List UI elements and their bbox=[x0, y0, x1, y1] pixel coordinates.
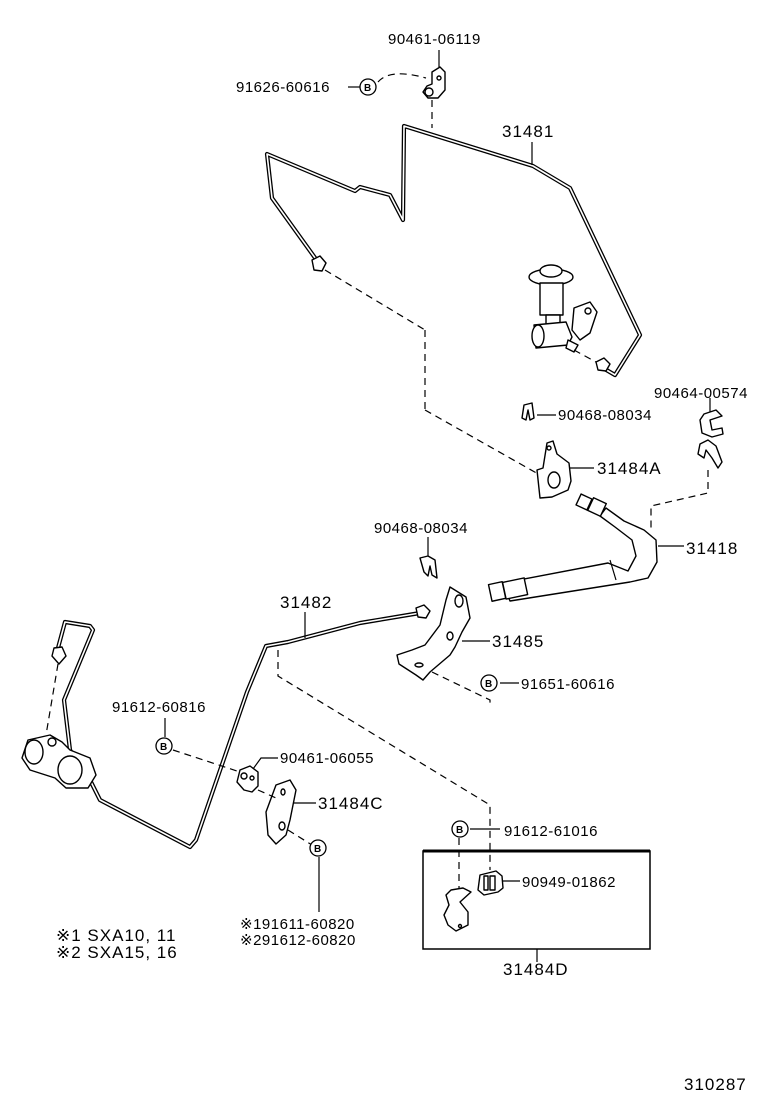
dash-clamp-to-bracket-31484C bbox=[257, 789, 277, 799]
bracket-31484D-piece bbox=[443, 887, 472, 932]
label-91612-61016[interactable]: 91612-61016 bbox=[504, 823, 598, 840]
bolt-icon-91612-60816: B bbox=[155, 737, 173, 755]
clamp-90949-01862[interactable] bbox=[477, 870, 504, 896]
dash-bracket-31485-to-bolt bbox=[431, 671, 491, 703]
pipe-fitting-31482-left bbox=[51, 646, 67, 665]
dash-bracket-31484C-to-bolt bbox=[287, 829, 313, 846]
label-90949-01862[interactable]: 90949-01862 bbox=[522, 874, 616, 891]
bracket-31485[interactable] bbox=[396, 586, 471, 681]
svg-text:B: B bbox=[160, 742, 167, 753]
dash-pipe-31481-to-bracket-3 bbox=[424, 409, 541, 476]
clamp-90461-06119[interactable] bbox=[422, 66, 446, 99]
note-sxa10-11: ※1 SXA10, 11 bbox=[56, 926, 176, 945]
dash-pipe-31481-to-bracket bbox=[324, 269, 426, 331]
note-sxa15-16: ※2 SXA15, 16 bbox=[56, 943, 178, 962]
pipe-fitting-31481-left bbox=[311, 255, 327, 272]
clip-90468-08034-upper[interactable] bbox=[521, 402, 535, 421]
label-31482[interactable]: 31482 bbox=[280, 593, 332, 612]
label-91612-60816[interactable]: 91612-60816 bbox=[112, 699, 206, 716]
bolt-icon-91611-60820: B bbox=[309, 839, 327, 857]
svg-text:B: B bbox=[364, 83, 371, 94]
label-90468-08034-upper[interactable]: 90468-08034 bbox=[558, 407, 652, 424]
bracket-31484A[interactable] bbox=[536, 440, 572, 499]
pipe-fitting-31481-right bbox=[595, 357, 611, 372]
diagram-number: 310287 bbox=[684, 1075, 747, 1094]
clip-90468-08034-lower[interactable] bbox=[419, 555, 438, 579]
dash-bolt-91612-to-clamp bbox=[172, 749, 241, 773]
svg-text:B: B bbox=[314, 844, 321, 855]
svg-text:B: B bbox=[485, 679, 492, 690]
label-31481[interactable]: 31481 bbox=[502, 122, 554, 141]
clutch-release-cylinder bbox=[21, 734, 97, 789]
clutch-pipe-31482[interactable] bbox=[55, 609, 429, 850]
bolt-icon-91626-60616: B bbox=[359, 78, 377, 96]
label-91612-60820[interactable]: ※291612-60820 bbox=[240, 932, 356, 949]
label-90468-08034-lower[interactable]: 90468-08034 bbox=[374, 520, 468, 537]
bolt-icon-91651-60616: B bbox=[480, 674, 498, 692]
dash-bolt-to-clamp-top bbox=[377, 73, 427, 83]
label-90461-06119[interactable]: 90461-06119 bbox=[388, 31, 481, 48]
clamp-90464-00574[interactable] bbox=[697, 409, 724, 469]
bracket-31484C[interactable] bbox=[265, 779, 297, 845]
dash-clamp-90464-to-hose bbox=[650, 470, 709, 528]
clutch-master-cylinder bbox=[528, 264, 598, 353]
flexible-hose-31418[interactable] bbox=[487, 493, 658, 602]
label-31484C[interactable]: 31484C bbox=[318, 794, 384, 813]
label-31484D[interactable]: 31484D bbox=[503, 960, 569, 979]
label-91626-60616[interactable]: 91626-60616 bbox=[236, 79, 330, 96]
bolt-icon-91612-61016: B bbox=[451, 820, 469, 838]
label-90464-00574[interactable]: 90464-00574 bbox=[654, 385, 748, 402]
label-91651-60616[interactable]: 91651-60616 bbox=[521, 676, 615, 693]
dash-cylinder-to-fitting bbox=[573, 349, 597, 363]
dash-pipe-31482-to-cylinder bbox=[45, 663, 59, 736]
clamp-90461-06055[interactable] bbox=[236, 765, 259, 793]
leader-90461-06055 bbox=[252, 757, 278, 770]
label-90461-06055[interactable]: 90461-06055 bbox=[280, 750, 374, 767]
svg-text:B: B bbox=[456, 825, 463, 836]
pipe-fitting-31482-right bbox=[415, 604, 431, 619]
label-31418[interactable]: 31418 bbox=[686, 539, 738, 558]
label-31485[interactable]: 31485 bbox=[492, 632, 544, 651]
dash-pipe-31482-to-box bbox=[277, 650, 491, 870]
clutch-pipe-31481[interactable] bbox=[264, 123, 643, 378]
label-31484A[interactable]: 31484A bbox=[597, 459, 662, 478]
label-91611-60820[interactable]: ※191611-60820 bbox=[240, 916, 355, 933]
